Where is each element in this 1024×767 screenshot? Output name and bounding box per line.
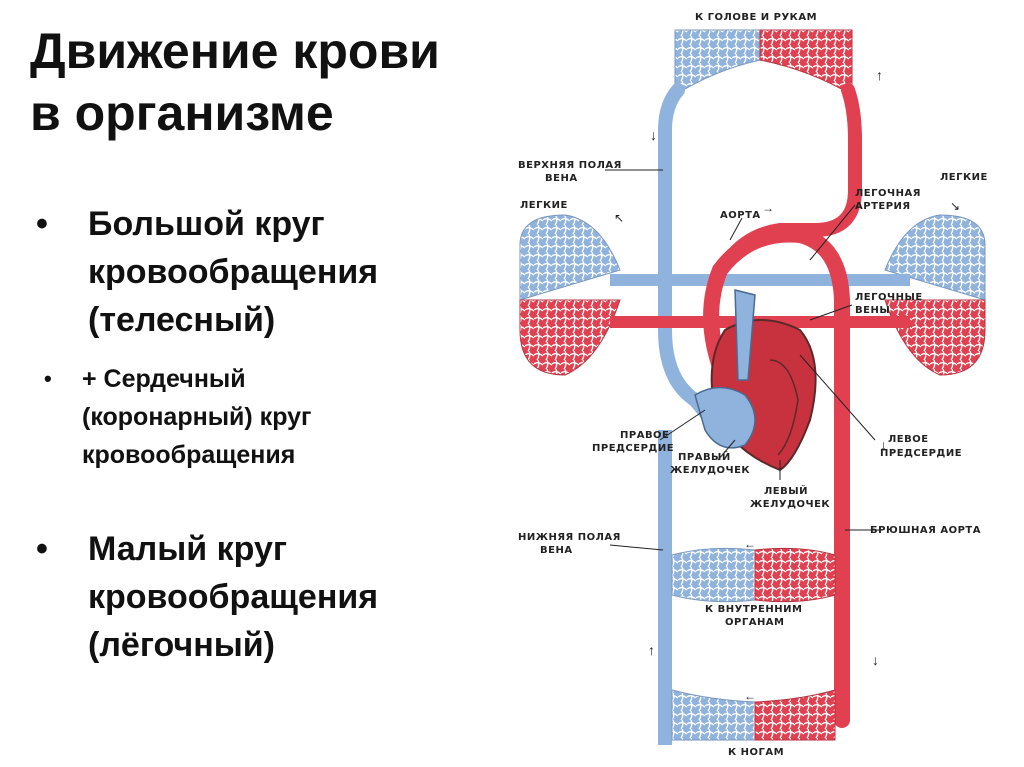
diagram-labels: К ГОЛОВЕ И РУКАМ ВЕРХНЯЯ ПОЛАЯ ВЕНА ЛЕГК… xyxy=(518,12,988,758)
leader-lines xyxy=(605,169,880,551)
title-line-1: Движение крови xyxy=(30,23,440,79)
label-pulm-veins-2: ВЕНЫ xyxy=(855,305,890,316)
title-line-2: в организме xyxy=(30,85,334,141)
bullet-dot: • xyxy=(44,366,52,391)
label-left-ventricle-1: ЛЕВЫЙ xyxy=(764,484,808,497)
bullet-line: кровообращения xyxy=(88,578,379,616)
label-pulm-artery-2: АРТЕРИЯ xyxy=(855,201,911,212)
label-right-atrium-2: ПРЕДСЕРДИЕ xyxy=(592,443,674,454)
down-arrow-icon: ↓ xyxy=(650,127,657,143)
label-head-arms: К ГОЛОВЕ И РУКАМ xyxy=(695,12,817,23)
label-right-atrium-1: ПРАВОЕ xyxy=(620,430,669,441)
left-lung xyxy=(519,214,621,376)
label-pulm-veins-1: ЛЕГОЧНЫЕ xyxy=(855,292,923,303)
label-svc-2: ВЕНА xyxy=(545,173,578,184)
down-arrow-icon: ↓ xyxy=(872,652,879,668)
label-abdominal-aorta: БРЮШНАЯ АОРТА xyxy=(870,525,981,536)
bullet-line: + Сердечный xyxy=(82,365,246,393)
label-lungs-right: ЛЕГКИЕ xyxy=(940,172,988,183)
label-right-ventricle-2: ЖЕЛУДОЧЕК xyxy=(670,465,750,476)
flow-arrows: ↑ ↓ → ↖ ↘ ↓ ← ← ↑ ↓ xyxy=(614,67,960,703)
superior-vena-cava xyxy=(658,83,727,437)
down-arrow-icon: ↓ xyxy=(880,437,887,453)
up-arrow-icon: ↑ xyxy=(648,642,655,658)
heart xyxy=(694,289,817,472)
circulation-diagram: ↑ ↓ → ↖ ↘ ↓ ← ← ↑ ↓ К ГОЛОВЕ И РУКАМ ВЕР… xyxy=(480,0,1024,767)
label-left-atrium-1: ЛЕВОЕ xyxy=(888,434,929,445)
label-left-atrium-2: ПРЕДСЕРДИЕ xyxy=(880,448,962,459)
bullet-line: (лёгочный) xyxy=(88,626,275,664)
circulation-diagram-svg: ↑ ↓ → ↖ ↘ ↓ ← ← ↑ ↓ К ГОЛОВЕ И РУКАМ ВЕР… xyxy=(518,12,988,758)
internal-organs-capillaries xyxy=(671,547,836,603)
bullet-dot: • xyxy=(36,205,48,243)
left-arrow-icon: ← xyxy=(744,537,756,551)
head-arms-capillaries xyxy=(674,29,853,96)
bullet-line: Большой круг xyxy=(88,205,325,243)
label-legs: К НОГАМ xyxy=(728,747,784,758)
slide-title: Движение крови в организме xyxy=(30,20,570,144)
bullet-line: Малый круг xyxy=(88,530,288,568)
label-pulm-artery-1: ЛЕГОЧНАЯ xyxy=(855,188,921,199)
label-ivc-2: ВЕНА xyxy=(540,545,573,556)
label-ivc-1: НИЖНЯЯ ПОЛАЯ xyxy=(518,532,621,543)
label-right-ventricle-1: ПРАВЫЙ xyxy=(678,450,731,463)
bullet-line: кровообращения xyxy=(88,253,379,291)
left-arrow-icon: ← xyxy=(744,689,756,703)
right-arrow-icon: ↘ xyxy=(950,199,960,213)
bullet-line: кровообращения xyxy=(82,441,296,469)
label-lungs-left: ЛЕГКИЕ xyxy=(520,200,568,211)
label-svc-1: ВЕРХНЯЯ ПОЛАЯ xyxy=(518,160,622,171)
label-organs-2: ОРГАНАМ xyxy=(725,617,785,628)
legs-capillaries xyxy=(671,689,836,741)
aortic-arch xyxy=(703,226,850,728)
up-arrow-icon: ↑ xyxy=(876,67,883,83)
right-arrow-icon: → xyxy=(762,201,774,215)
bullet-line: (телесный) xyxy=(88,301,276,339)
left-arrow-icon: ↖ xyxy=(614,211,624,225)
label-left-ventricle-2: ЖЕЛУДОЧЕК xyxy=(750,499,830,510)
bullet-dot: • xyxy=(36,530,48,568)
bullet-line: (коронарный) круг xyxy=(82,403,312,431)
label-organs-1: К ВНУТРЕННИМ xyxy=(705,604,802,615)
label-aorta: АОРТА xyxy=(720,210,761,221)
